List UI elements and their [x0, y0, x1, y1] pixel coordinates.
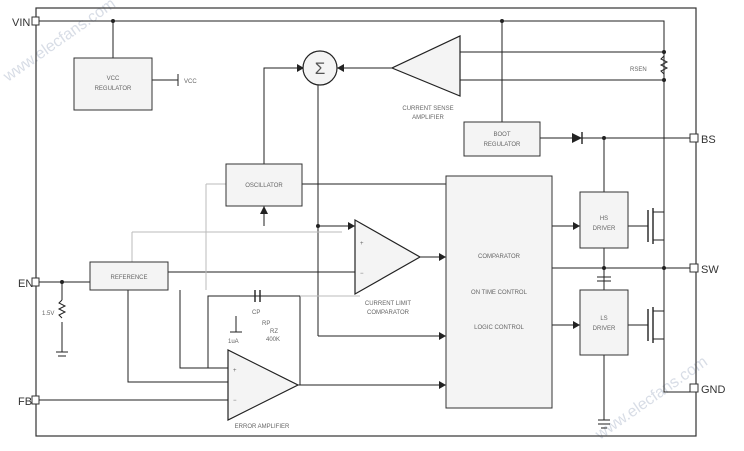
pin-vin-label: VIN — [12, 17, 30, 29]
vcc-regulator-block: VCC REGULATOR VCC — [73, 57, 197, 111]
pin-bs-label: BS — [701, 134, 716, 146]
ground-symbols — [58, 355, 610, 429]
current-sense-amplifier: CURRENT SENSE AMPLIFIER — [390, 35, 461, 121]
ea-minus: − — [233, 398, 237, 404]
ls-driver-line2: DRIVER — [593, 326, 616, 332]
source-label: 1uA — [228, 339, 239, 345]
error-amplifier: + − ERROR AMPLIFIER — [227, 349, 300, 430]
pin-fb-label: FB — [18, 396, 32, 408]
boot-regulator-line1: BOOT — [493, 132, 510, 138]
current-sense-line2: AMPLIFIER — [412, 115, 444, 121]
ea-plus: + — [233, 368, 237, 374]
boot-regulator-line2: REGULATOR — [484, 142, 521, 148]
ls-mosfet — [647, 307, 664, 343]
cp-label: CP — [252, 310, 260, 316]
sw-capacitor — [597, 276, 611, 282]
junctions — [60, 19, 666, 284]
current-limit-comparator: + − CURRENT LIMIT COMPARATOR — [354, 218, 422, 316]
rp-label: RP — [262, 321, 270, 327]
vcc-regulator-line2: REGULATOR — [95, 86, 132, 92]
compensation-network: CP RP RZ 400K 1uA — [228, 290, 280, 345]
hs-driver-block: HS DRIVER — [579, 191, 629, 249]
pin-en-label: EN — [18, 278, 33, 290]
watermark-bottomright: www.elecfans.com — [592, 353, 711, 443]
summer-symbol: Σ — [315, 59, 326, 78]
en-reference-source: 1.5V — [42, 299, 67, 319]
reference-block: REFERENCE — [89, 261, 169, 291]
en-ref-label: 1.5V — [42, 311, 54, 317]
comparator-logic-block: COMPARATOR ON TIME CONTROL LOGIC CONTROL — [445, 175, 553, 409]
pin-sw-label: SW — [701, 264, 719, 276]
comp-minus: − — [360, 271, 364, 277]
logic-line1: COMPARATOR — [478, 254, 521, 260]
oscillator-label: OSCILLATOR — [245, 183, 283, 189]
pin-sw: SW — [689, 263, 719, 276]
logic-line2: ON TIME CONTROL — [471, 290, 528, 296]
vcc-regulator-line1: VCC — [107, 76, 120, 82]
vcc-output-label: VCC — [184, 79, 197, 85]
error-amp-label: ERROR AMPLIFIER — [235, 424, 290, 430]
rsen-label: RSEN — [630, 67, 647, 73]
rz-label: RZ — [270, 329, 278, 335]
pin-gnd: GND — [689, 383, 726, 396]
pin-vin: VIN — [12, 16, 40, 29]
hs-driver-line2: DRIVER — [593, 226, 616, 232]
pin-bs: BS — [689, 133, 716, 146]
rsen-resistor: RSEN — [630, 55, 669, 75]
ls-driver-line1: LS — [600, 316, 607, 322]
ls-driver-block: LS DRIVER — [579, 289, 629, 356]
logic-line3: LOGIC CONTROL — [474, 325, 524, 331]
reference-label: REFERENCE — [110, 275, 147, 281]
boot-regulator-block: BOOT REGULATOR — [463, 121, 541, 157]
wires-light — [131, 183, 360, 297]
boot-diode — [572, 132, 583, 144]
current-limit-line2: COMPARATOR — [367, 310, 410, 316]
current-limit-line1: CURRENT LIMIT — [365, 301, 412, 307]
hs-mosfet — [647, 208, 664, 244]
oscillator-block: OSCILLATOR — [225, 163, 303, 207]
arrowheads — [260, 64, 580, 389]
r-value-label: 400K — [266, 337, 280, 343]
pin-gnd-label: GND — [701, 384, 726, 396]
summer: Σ — [302, 50, 338, 86]
current-sense-line1: CURRENT SENSE — [402, 106, 453, 112]
hs-driver-line1: HS — [600, 216, 608, 222]
ic-outline — [35, 7, 697, 437]
comp-plus: + — [360, 241, 364, 247]
